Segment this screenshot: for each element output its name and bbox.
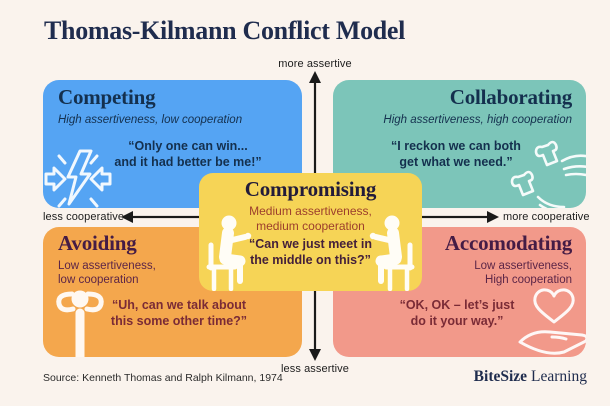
- axis-label-less-cooperative: less cooperative: [43, 211, 125, 223]
- axis-label-less-assertive: less assertive: [280, 363, 350, 375]
- accomodating-subtitle: Low assertiveness, High cooperation: [474, 260, 572, 287]
- accomodating-title: Accomodating: [444, 231, 572, 255]
- competing-subtitle: High assertiveness, low cooperation: [58, 114, 243, 126]
- competing-quote: “Only one can win... and it had better b…: [114, 139, 262, 170]
- compromising-title: Compromising: [244, 177, 377, 201]
- quadrant-accomodating: Accomodating Low assertiveness, High coo…: [333, 227, 586, 357]
- avoiding-title: Avoiding: [58, 231, 137, 255]
- quadrant-compromising: Compromising Medium assertiveness, mediu…: [199, 173, 422, 291]
- competing-title: Competing: [58, 85, 156, 109]
- collaborating-title: Collaborating: [449, 85, 572, 109]
- compromising-subtitle: Medium assertiveness, medium cooperation: [249, 204, 372, 233]
- source-note: Source: Kenneth Thomas and Ralph Kilmann…: [43, 372, 283, 384]
- collaborating-quote: “I reckon we can both get what we need.”: [391, 139, 521, 170]
- compromising-quote: “Can we just meet in the middle on this?…: [249, 237, 372, 268]
- collaborating-subtitle: High assertiveness, high cooperation: [383, 114, 572, 126]
- page-title: Thomas-Kilmann Conflict Model: [44, 16, 406, 45]
- axis-label-more-cooperative: more cooperative: [503, 211, 590, 223]
- axis-label-more-assertive: more assertive: [278, 58, 352, 70]
- logo-bold-text: BiteSize: [473, 368, 528, 385]
- quadrant-avoiding: Avoiding Low assertiveness, low cooperat…: [43, 227, 302, 357]
- avoiding-quote: “Uh, can we talk about this some other t…: [110, 298, 248, 329]
- accomodating-quote: “OK, OK – let’s just do it your way.”: [399, 298, 515, 329]
- avoiding-subtitle: Low assertiveness, low cooperation: [58, 260, 156, 287]
- logo-regular-text: Learning: [531, 368, 587, 385]
